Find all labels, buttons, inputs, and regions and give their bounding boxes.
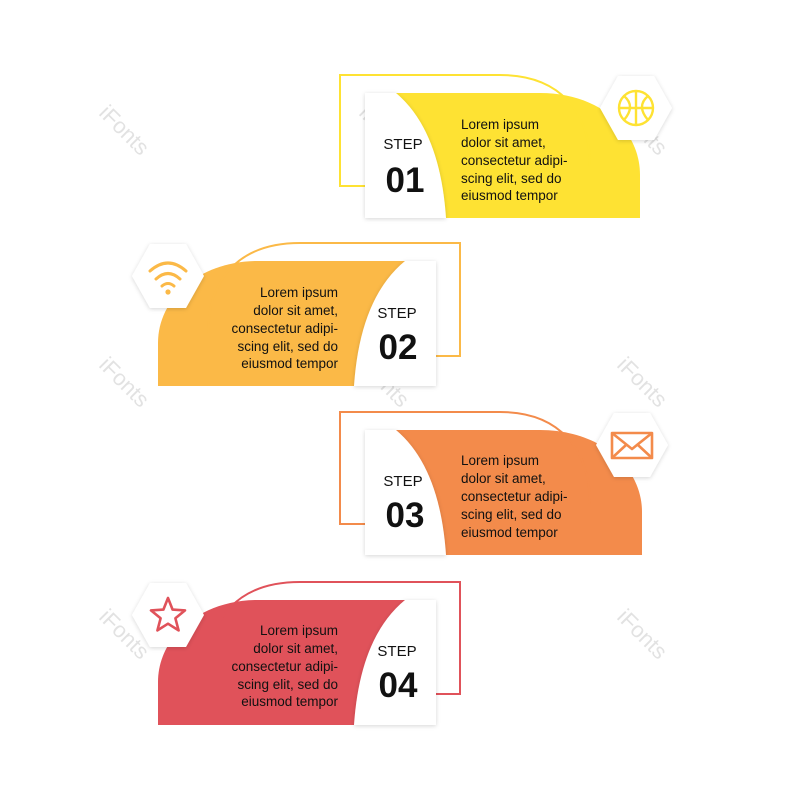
step-1-card [365,93,446,218]
star-icon [149,596,187,632]
step-1-text-line-5: eiusmod tempor [461,188,558,203]
step-2-text-line-3: consectetur adipi- [231,321,338,336]
step-1-text-line-2: dolor sit amet, [461,135,546,150]
step-4-label: STEP [377,643,416,660]
step-3-number: 03 [386,496,425,535]
step-4-text-line-2: dolor sit amet, [253,641,338,656]
step-3-outline [339,411,591,525]
step-1-label: STEP [383,136,422,153]
wifi-icon [148,261,188,288]
step-4-outline [207,581,461,695]
step-2-card [354,261,436,386]
step-4-card [354,600,436,725]
step-1-number: 01 [386,161,425,200]
step-3: STEP 03 Lorem ipsum dolor sit amet, cons… [339,411,668,555]
step-4-text-line-1: Lorem ipsum [260,623,338,638]
step-4-number: 04 [379,666,418,705]
globe-icon [617,89,655,127]
step-4: STEP 04 Lorem ipsum dolor sit amet, cons… [132,581,461,725]
step-3-text-line-3: consectetur adipi- [461,489,568,504]
step-2-number: 02 [379,328,418,367]
step-1-text-line-3: consectetur adipi- [461,153,568,168]
mail-icon [610,431,654,460]
step-4-text-line-5: eiusmod tempor [241,694,338,709]
step-1: STEP 01 Lorem ipsum dolor sit amet, cons… [339,74,672,218]
step-3-text-line-2: dolor sit amet, [461,471,546,486]
step-1-outline [339,74,591,187]
step-2-text-line-4: scing elit, sed do [237,339,338,354]
step-1-hex-badge [600,76,672,140]
wifi-icon-dot [165,289,171,295]
step-1-text-line-4: scing elit, sed do [461,171,562,186]
step-2-text-line-1: Lorem ipsum [260,285,338,300]
step-3-card [365,430,446,555]
step-2-outline [207,242,461,357]
step-3-hex-badge [596,413,668,477]
step-2-text-line-5: eiusmod tempor [241,356,338,371]
step-2-text-line-2: dolor sit amet, [253,303,338,318]
step-2: STEP 02 Lorem ipsum dolor sit amet, cons… [132,242,461,386]
step-3-text-line-4: scing elit, sed do [461,507,562,522]
step-3-text-line-5: eiusmod tempor [461,525,558,540]
step-4-text-line-4: scing elit, sed do [237,677,338,692]
step-3-label: STEP [383,473,422,490]
step-3-text-line-1: Lorem ipsum [461,453,539,468]
step-2-label: STEP [377,305,416,322]
step-1-text-line-1: Lorem ipsum [461,117,539,132]
step-2-hex-badge [132,244,204,308]
step-4-hex-badge [132,583,204,647]
step-4-text-line-3: consectetur adipi- [231,659,338,674]
